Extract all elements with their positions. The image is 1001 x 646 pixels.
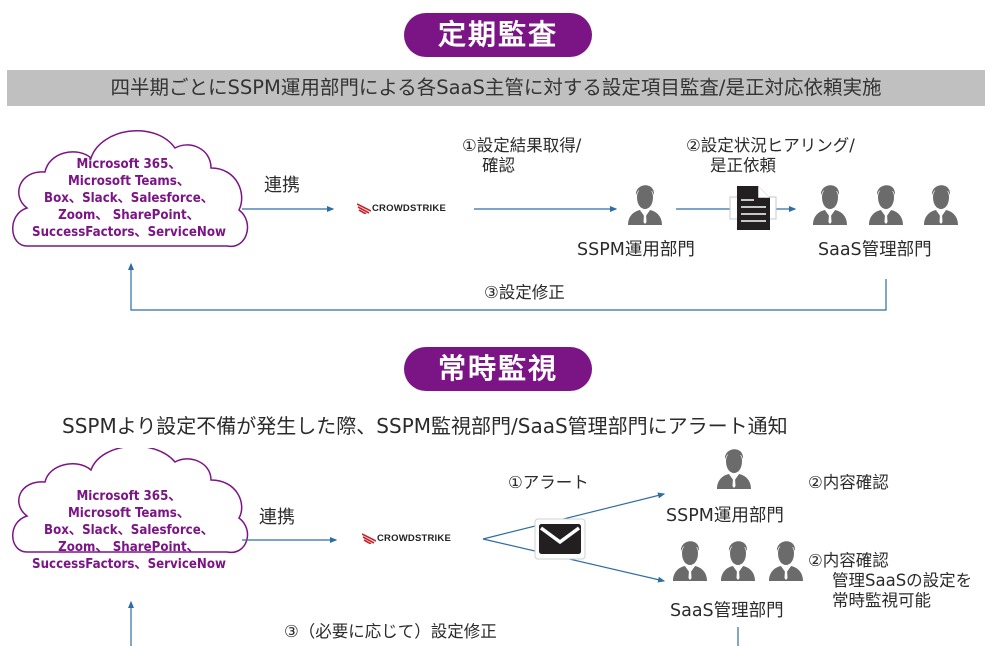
periodic-audit-description: 四半期ごとにSSPM運用部門による各SaaS主管に対する設定項目監査/是正対応依… — [7, 70, 985, 106]
cloud-service-item: Zoom、 SharePoint、 — [58, 208, 200, 223]
saas-confirm-label: ②内容確認 管理SaaSの設定を 常時監視可能 — [808, 551, 972, 611]
cloud-service-item: Microsoft Teams、 — [67, 174, 191, 189]
step3-label: ③（必要に応じて）設定修正 — [284, 622, 497, 641]
step1-label: ①設定結果取得/ 確認 — [462, 136, 581, 176]
cloud-service-item: SuccessFactors、ServiceNow — [32, 557, 226, 572]
alert-arrow-sspm — [482, 492, 666, 540]
saas-confirm-line: 管理SaaSの設定を — [832, 571, 973, 590]
sspm-dept-label: SSPM運用部門 — [577, 240, 695, 260]
cloud-service-item: Box、Slack、Salesforce、 — [44, 191, 214, 206]
step3-label: ③設定修正 — [484, 283, 565, 302]
person-icon — [717, 449, 751, 489]
cloud-service-item: Box、Slack、Salesforce、 — [44, 523, 214, 538]
alert-arrow-saas — [482, 538, 666, 583]
step1-label-line: 確認 — [482, 156, 515, 175]
cloud-service-item: Microsoft 365、 — [76, 157, 182, 172]
cloud-service-item: Zoom、 SharePoint、 — [58, 540, 200, 555]
person-icon — [869, 185, 903, 225]
cloud-services-list: Microsoft 365、 Microsoft Teams、 Box、Slac… — [14, 488, 244, 573]
step3-return-arrow — [128, 262, 887, 311]
cloud-icon — [12, 130, 249, 247]
sspm-confirm-label: ②内容確認 — [808, 473, 889, 492]
person-icon — [813, 185, 847, 225]
cloud-services-list: Microsoft 365、 Microsoft Teams、 Box、Slac… — [14, 156, 244, 241]
falcon-icon — [357, 203, 371, 214]
saas-dept-label: SaaS管理部門 — [818, 240, 932, 260]
crowdstrike-logo: CROWDSTRIKE — [357, 202, 446, 214]
cloud-icon — [12, 448, 249, 554]
cloud-service-item: Microsoft 365、 — [76, 489, 182, 504]
sspm-dept-label: SSPM運用部門 — [666, 506, 784, 526]
section-title-periodic-audit: 定期監査 — [404, 13, 592, 57]
saas-confirm-line: 常時監視可能 — [832, 591, 931, 610]
person-icon — [769, 541, 803, 581]
continuous-monitoring-description: SSPMより設定不備が発生した際、SSPM監視部門/SaaS管理部門にアラート通… — [62, 414, 788, 438]
crowdstrike-logo: CROWDSTRIKE — [362, 532, 451, 544]
person-icon — [628, 185, 662, 225]
alert-label: ①アラート — [508, 473, 589, 492]
step1-label-line: ①設定結果取得/ — [462, 136, 582, 155]
section-title-continuous-monitoring: 常時監視 — [404, 347, 592, 391]
saas-dept-label: SaaS管理部門 — [670, 601, 784, 621]
crowdstrike-wordmark: CROWDSTRIKE — [372, 202, 446, 214]
mail-icon — [534, 518, 586, 560]
person-icon — [924, 185, 958, 225]
cloud-service-item: Microsoft Teams、 — [67, 506, 191, 521]
document-icon — [729, 186, 777, 230]
link-label: 連携 — [264, 175, 300, 196]
step2-label-line: ②設定状況ヒアリング/ — [686, 136, 855, 155]
step2-label-line: 是正依頼 — [710, 156, 776, 175]
step2-label: ②設定状況ヒアリング/ 是正依頼 — [686, 136, 855, 176]
person-icon — [673, 541, 707, 581]
crowdstrike-wordmark: CROWDSTRIKE — [377, 532, 451, 544]
link-label: 連携 — [259, 507, 295, 528]
falcon-icon — [362, 533, 376, 544]
cloud-service-item: SuccessFactors、ServiceNow — [32, 225, 226, 240]
saas-confirm-line: ②内容確認 — [808, 551, 889, 570]
person-icon — [721, 541, 755, 581]
